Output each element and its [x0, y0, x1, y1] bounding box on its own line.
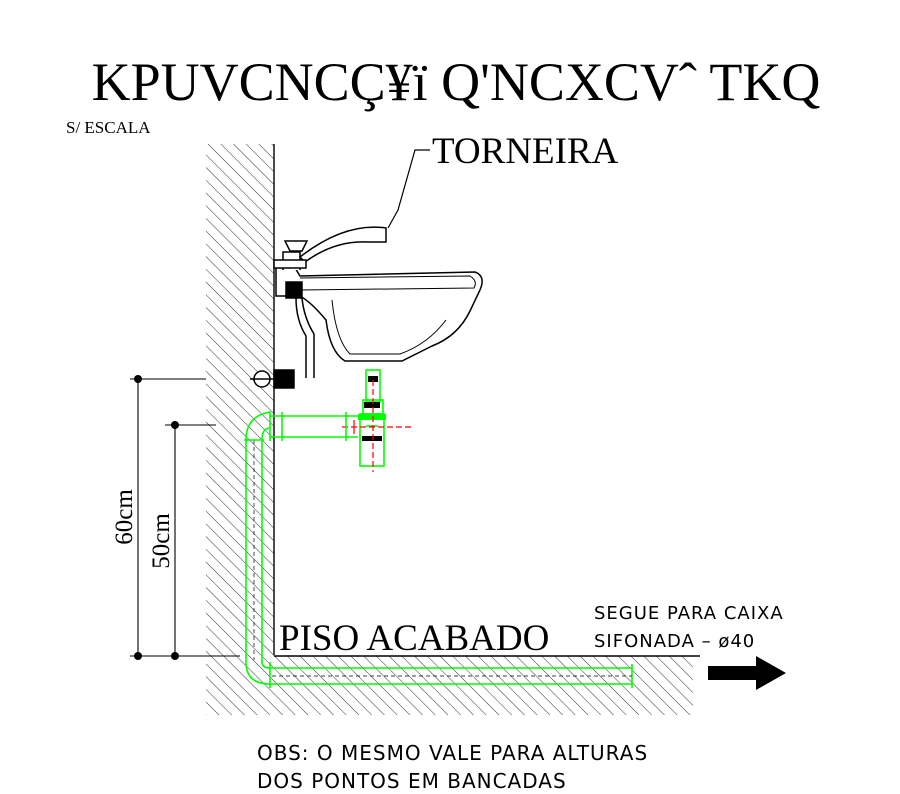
- drain-pipe-horizontal: [245, 661, 633, 688]
- faucet-label: TORNEIRA: [387, 131, 619, 229]
- drain-fittings: [362, 376, 382, 441]
- siphon: [358, 369, 386, 467]
- drain-pipe-vertical: [244, 411, 271, 662]
- dimension-ticks: [134, 375, 179, 660]
- dimension-50cm: 50cm: [148, 513, 175, 569]
- scale-note: S/ ESCALA: [66, 118, 151, 137]
- dimension-lines: [130, 378, 240, 657]
- drain-destination-line-2: SIFONADA – ø40: [594, 631, 755, 652]
- centerline: [342, 380, 414, 472]
- sink-basin: [275, 262, 483, 362]
- svg-text:TORNEIRA: TORNEIRA: [432, 131, 619, 172]
- angle-valve: [250, 281, 315, 389]
- wall: [206, 144, 275, 715]
- dimension-60cm: 60cm: [111, 489, 138, 545]
- page-title: KPUVCNCÇ¥ï Q'NCXCVˆ TKQ: [92, 52, 821, 112]
- branch-pipe: [270, 412, 358, 441]
- note-line-1: OBS: O MESMO VALE PARA ALTURAS: [257, 741, 648, 765]
- floor: [274, 655, 700, 715]
- flow-arrow-icon: [708, 656, 786, 690]
- finished-floor-label: PISO ACABADO: [279, 618, 549, 659]
- note-line-2: DOS PONTOS EM BANCADAS: [257, 769, 567, 793]
- drain-destination-line-1: SEGUE PARA CAIXA: [594, 603, 784, 624]
- faucet-icon: [273, 226, 387, 270]
